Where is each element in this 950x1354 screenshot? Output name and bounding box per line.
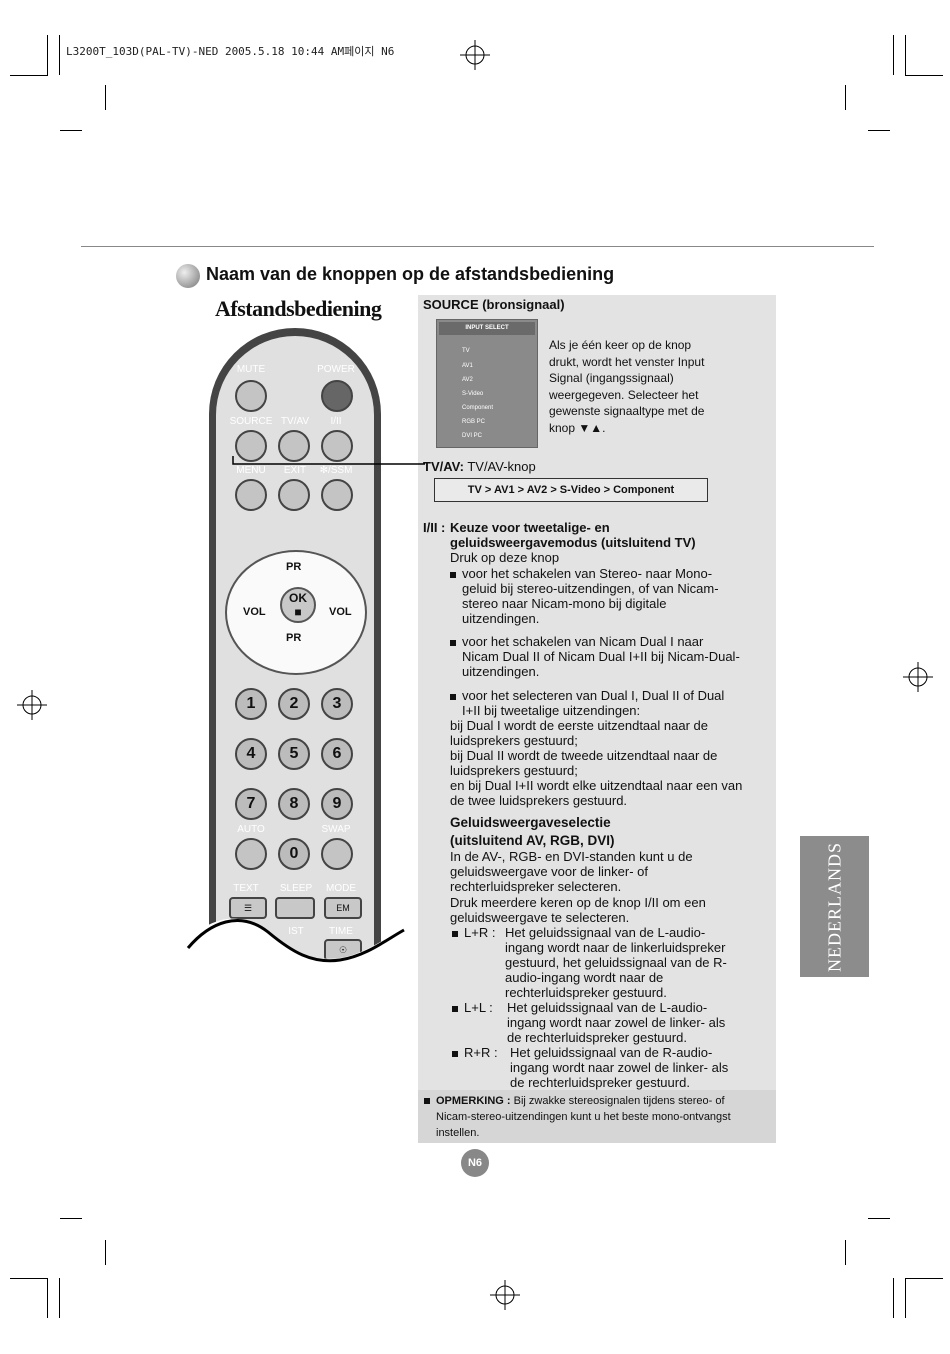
mode-label: MODE [326, 883, 356, 894]
i-ii-intro: Druk op deze knop [450, 550, 560, 565]
top-rule [81, 246, 874, 247]
list-label: IST [288, 926, 304, 937]
text-label: TEXT [233, 883, 259, 894]
sound-title-2: (uitsluitend AV, RGB, DVI) [450, 833, 615, 848]
osd-title: INPUT SELECT [439, 322, 535, 335]
pr-up-label: PR [286, 561, 302, 573]
i-ii-label-text: I/II : [423, 520, 446, 535]
menu-label: MENU [236, 465, 266, 476]
ssm-button[interactable] [321, 479, 353, 511]
auto-button[interactable] [235, 838, 267, 870]
cutoff-wave [180, 918, 410, 1040]
language-tab: NEDERLANDS [800, 836, 869, 977]
sound-title-1: Geluidsweergaveselectie [450, 815, 611, 830]
tvav-line: TV/AV: TV/AV-knop [423, 459, 536, 474]
number-button-3[interactable]: 3 [321, 688, 353, 720]
lr-option-label: L+R : [452, 925, 495, 940]
osd-item: S-Video [462, 391, 484, 397]
ll-option-text: Het geluidssignaal van de L-audio- ingan… [507, 1000, 726, 1045]
sound-paragraph-2: Druk meerdere keren op de knop I/II om e… [450, 895, 706, 925]
lr-option-text: Het geluidssignaal van de L-audio- ingan… [505, 925, 727, 1000]
page-number: N6 [461, 1149, 489, 1177]
number-button-6[interactable]: 6 [321, 738, 353, 770]
source-heading: SOURCE (bronsignaal) [423, 297, 565, 312]
menu-button[interactable] [235, 479, 267, 511]
i-ii-title-2: geluidsweergavemodus (uitsluitend TV) [450, 535, 696, 550]
sound-paragraph-1: In de AV-, RGB- en DVI-standen kunt u de… [450, 849, 693, 894]
i-ii-button[interactable] [321, 430, 353, 462]
number-button-2[interactable]: 2 [278, 688, 310, 720]
number-button-0[interactable]: 0 [278, 838, 310, 870]
tvav-label: TV/AV [280, 416, 310, 427]
mute-button[interactable] [235, 380, 267, 412]
registration-mark-top [460, 40, 490, 70]
source-label: SOURCE [229, 416, 273, 427]
rr-option-label: R+R : [452, 1045, 498, 1060]
vol-right-label: VOL [329, 606, 352, 618]
osd-item: AV1 [462, 363, 473, 369]
registration-mark-left [17, 690, 47, 720]
sleep-button[interactable] [275, 897, 315, 919]
text-button[interactable]: ☰ [229, 897, 267, 919]
sleep-label: SLEEP [279, 883, 313, 894]
power-label: POWER [317, 364, 355, 375]
osd-item: TV [462, 348, 470, 354]
i-ii-bullet-2: voor het schakelen van Nicam Dual I naar… [450, 634, 770, 679]
registration-mark-right [903, 662, 933, 692]
mode-button[interactable]: EM [324, 897, 362, 919]
number-button-5[interactable]: 5 [278, 738, 310, 770]
i-ii-bullet-3: voor het selecteren van Dual I, Dual II … [450, 688, 743, 808]
tvav-button[interactable] [278, 430, 310, 462]
ssm-label: ✻/SSM [319, 465, 353, 476]
number-button-7[interactable]: 7 [235, 788, 267, 820]
section-bullet-icon [176, 264, 200, 288]
ll-option-label: L+L : [452, 1000, 493, 1015]
vol-left-label: VOL [243, 606, 266, 618]
number-button-4[interactable]: 4 [235, 738, 267, 770]
swap-label: SWAP [321, 824, 351, 835]
osd-item: DVI PC [462, 433, 483, 439]
callout-line [232, 456, 425, 465]
source-description: Als je één keer op de knop drukt, wordt … [549, 338, 705, 435]
time-label: TIME [329, 926, 353, 937]
tvav-sequence: TV > AV1 > AV2 > S-Video > Component [434, 478, 708, 502]
power-button[interactable] [321, 380, 353, 412]
swap-button[interactable] [321, 838, 353, 870]
i-ii-bullet-1: voor het schakelen van Stereo- naar Mono… [450, 566, 770, 626]
mute-label: MUTE [236, 364, 266, 375]
osd-item: Component [462, 405, 494, 411]
remote-heading: Afstandsbediening [215, 296, 382, 321]
registration-mark-bottom [490, 1280, 520, 1310]
source-button[interactable] [235, 430, 267, 462]
input-select-osd: INPUT SELECT TV AV1 AV2 S-Video Componen… [436, 319, 538, 448]
number-button-8[interactable]: 8 [278, 788, 310, 820]
exit-button[interactable] [278, 479, 310, 511]
ok-button[interactable]: OK■ [280, 587, 316, 623]
print-header: L3200T_103D(PAL-TV)-NED 2005.5.18 10:44 … [66, 45, 395, 58]
rr-option-text: Het geluidssignaal van de R-audio- ingan… [510, 1045, 729, 1090]
osd-item: AV2 [462, 377, 473, 383]
pr-down-label: PR [286, 632, 302, 644]
note-text: OPMERKING : Bij zwakke stereosignalen ti… [424, 1093, 769, 1141]
number-button-1[interactable]: 1 [235, 688, 267, 720]
osd-item: RGB PC [462, 419, 486, 425]
i-ii-label: I/II [330, 416, 342, 427]
auto-label: AUTO [237, 824, 265, 835]
note-panel [418, 1090, 776, 1143]
section-title: Naam van de knoppen op de afstandsbedien… [206, 264, 615, 284]
exit-label: EXIT [283, 465, 307, 476]
number-button-9[interactable]: 9 [321, 788, 353, 820]
i-ii-title-1: Keuze voor tweetalige- en [450, 520, 610, 535]
